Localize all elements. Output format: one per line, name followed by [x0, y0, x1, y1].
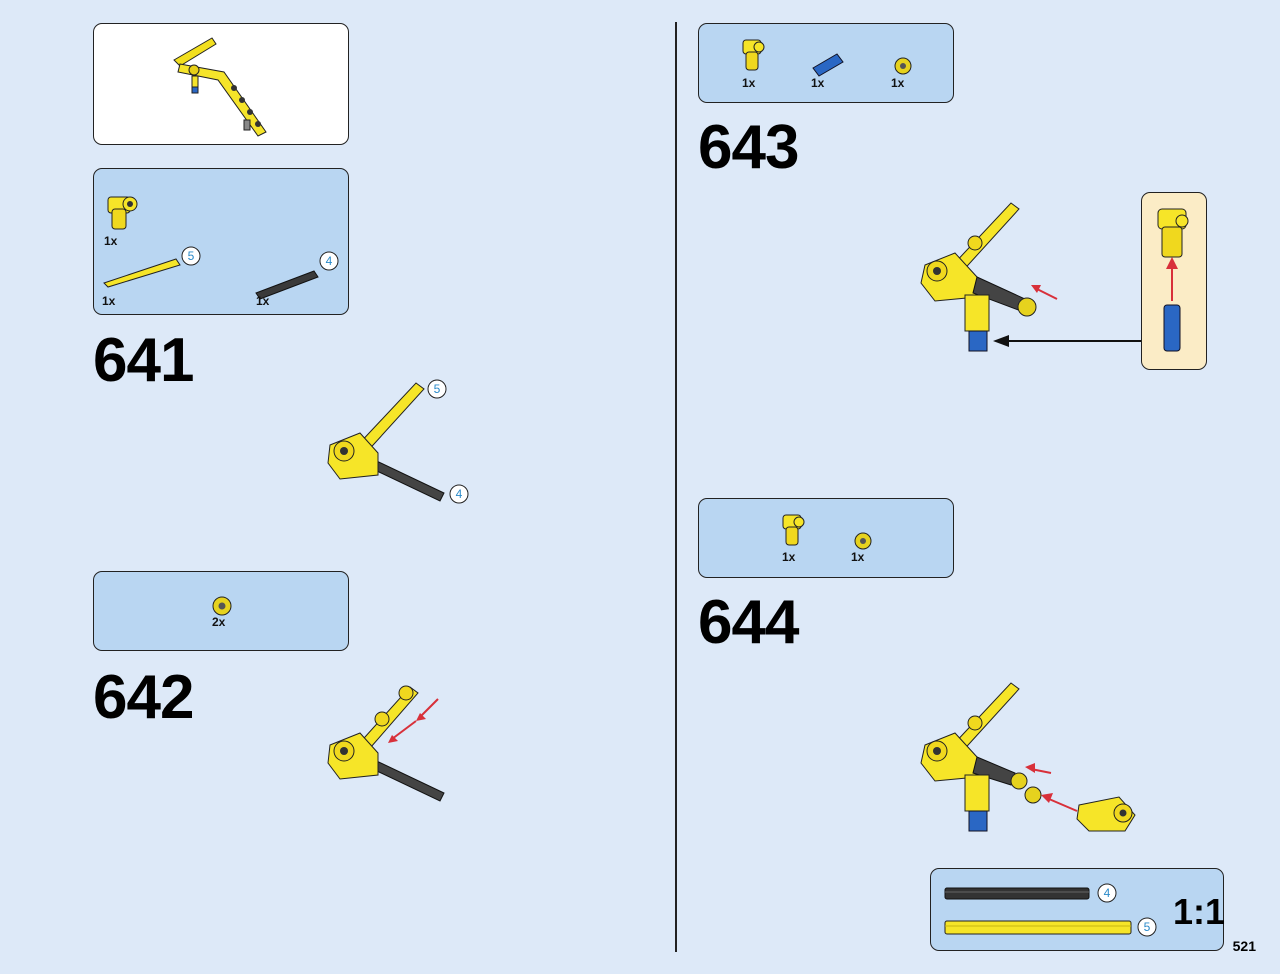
scale-ruler-box: 4 5 1:1 — [930, 868, 1226, 951]
step-643-parts-list: 1x 1x 1x — [698, 23, 954, 103]
yellow-connector-icon — [107, 196, 138, 230]
yellow-connector-icon — [782, 514, 805, 546]
svg-text:4: 4 — [326, 254, 333, 268]
submodel-preview-image — [173, 37, 267, 137]
black-axle-icon — [255, 270, 319, 300]
yellow-axle-5-ruler — [944, 920, 1132, 935]
part-qty: 1x — [104, 234, 118, 248]
part-qty: 1x — [851, 550, 865, 564]
black-axle-4-ruler — [944, 887, 1090, 900]
svg-text:4: 4 — [1104, 886, 1111, 900]
length-5-label: 5 — [1137, 917, 1157, 937]
step-642-assembly — [327, 685, 445, 802]
part-qty: 1x — [102, 294, 116, 308]
part-qty: 1x — [742, 76, 756, 90]
callout-assembly-image — [1157, 208, 1189, 352]
step-644-assembly — [920, 682, 1136, 832]
yellow-connector-icon — [742, 39, 765, 71]
part-qty: 1x — [891, 76, 905, 90]
part-qty: 1x — [782, 550, 796, 564]
svg-text:5: 5 — [434, 382, 441, 396]
yellow-bush-icon — [894, 57, 912, 75]
step-642-parts-list: 2x — [93, 571, 349, 651]
yellow-bush-icon — [212, 596, 232, 616]
step-number-644: 644 — [698, 588, 799, 657]
yellow-bush-icon — [854, 532, 872, 550]
step-644-parts-list: 1x 1x — [698, 498, 954, 578]
blue-pin-icon — [812, 53, 844, 77]
step-number-641: 641 — [93, 326, 194, 395]
length-4-label: 4 — [1097, 883, 1117, 903]
svg-text:5: 5 — [188, 249, 195, 263]
part-qty: 1x — [811, 76, 825, 90]
scale-label: 1:1 — [1173, 891, 1226, 932]
svg-text:4: 4 — [456, 487, 463, 501]
submodel-preview-box — [93, 23, 349, 145]
yellow-axle-icon — [103, 258, 181, 288]
step-641-assembly: 5 4 — [327, 379, 469, 504]
step-643-assembly — [920, 202, 1141, 352]
axle-length-4-label: 4 — [319, 251, 339, 271]
page-divider — [675, 22, 677, 952]
step-641-parts-list: 1x 5 1x 4 1x — [93, 168, 349, 315]
step-number-642: 642 — [93, 663, 194, 732]
step-number-643: 643 — [698, 113, 799, 182]
page-number: 521 — [1232, 938, 1256, 954]
part-qty: 1x — [256, 294, 270, 308]
svg-text:5: 5 — [1144, 920, 1151, 934]
part-qty: 2x — [212, 615, 226, 629]
axle-length-5-label: 5 — [181, 246, 201, 266]
step-643-subassembly-callout — [1141, 192, 1207, 370]
